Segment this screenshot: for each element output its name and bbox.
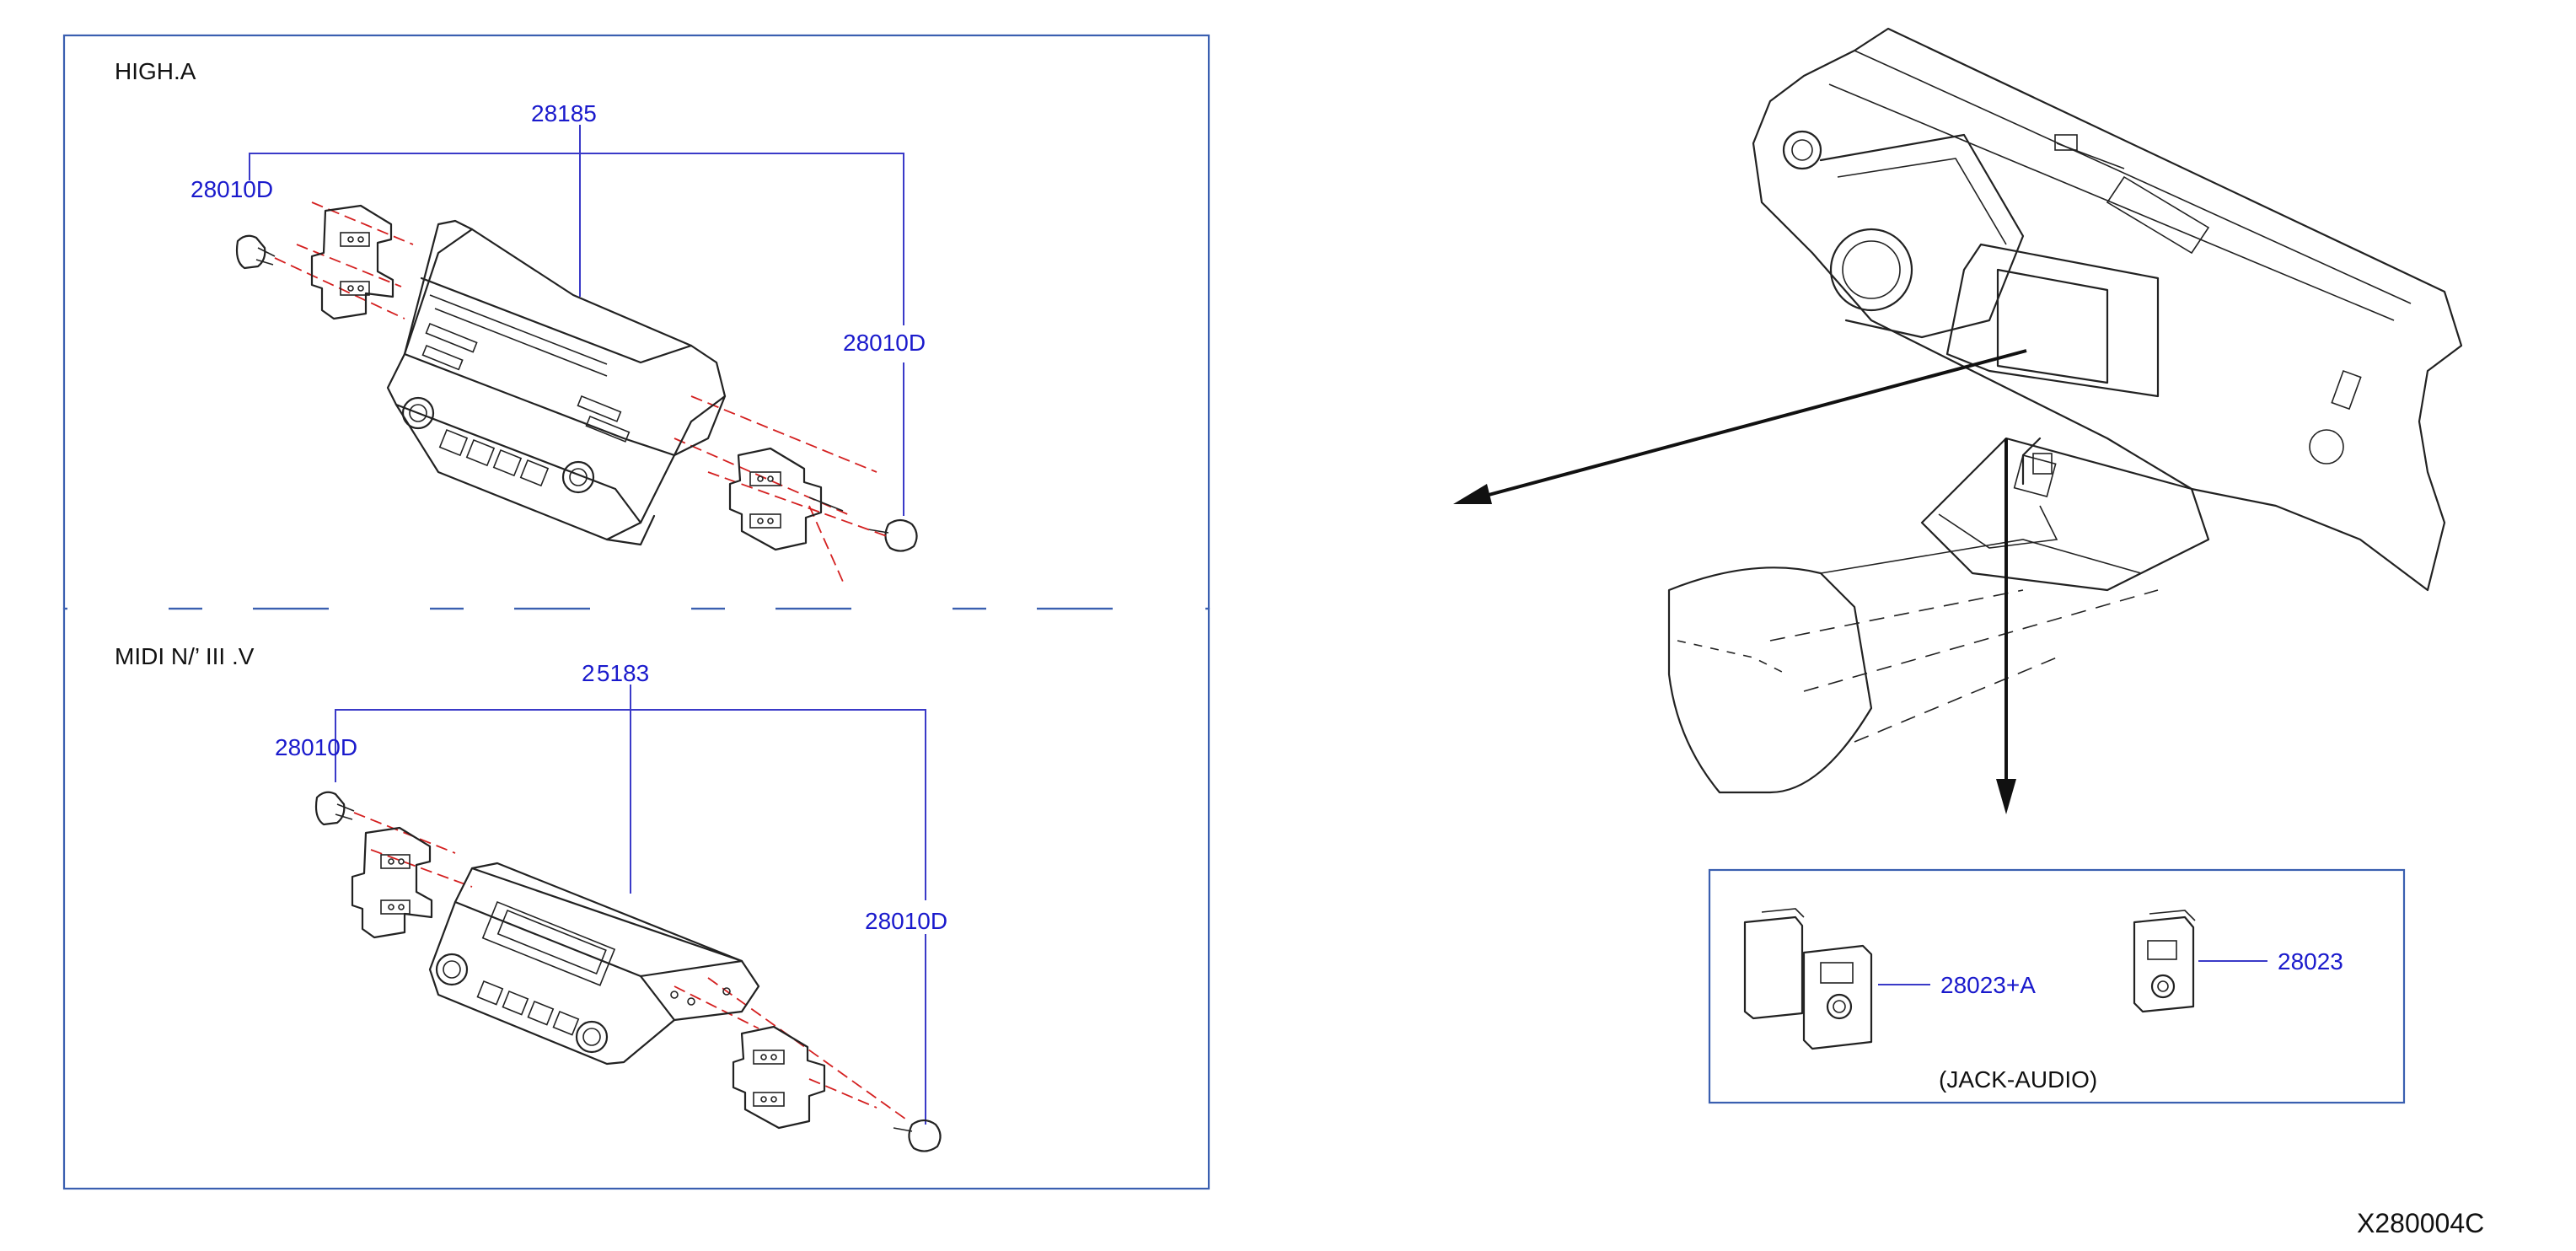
high-panel-title: HIGH.A [115,58,196,84]
mid-left-screw-icon [314,791,355,826]
high-right-screw-icon [867,518,918,552]
mid-unit-part-number: 2 5183 [582,660,649,686]
high-right-screw-part-number: 28010D [843,330,926,356]
jack-audio-assembly-icon [1743,908,1873,1050]
high-panel: HIGH.A 28185 28010D 28010D [62,34,1210,610]
high-right-bracket [728,447,844,551]
high-left-bracket [310,204,394,320]
mid-panel-frame [62,607,1210,1190]
dashboard-overview [1453,27,2463,814]
mid-leader-lines [335,685,926,1125]
diagram-code: X280004C [2357,1208,2484,1238]
arrow-to-head-unit [1466,349,2027,502]
high-left-screw-icon [235,234,276,270]
high-head-unit [386,219,727,546]
jack-audio-caption: (JACK-AUDIO) [1939,1066,2097,1093]
jack-part-a-number: 28023+A [1940,972,2036,998]
mid-assembly-guides [353,812,910,1122]
jack-audio-frame [1708,868,2406,1104]
mid-right-bracket [732,1025,826,1130]
jack-audio-panel: 28023+A 28023 (JACK-AUDIO) [1708,868,2406,1104]
high-button-row [438,428,550,487]
arrow-head-left-icon [1453,484,1492,504]
mid-panel: MIDI N/’ III .V 2 5183 28010D 28010D [62,607,1210,1190]
mid-right-screw-part-number: 28010D [865,908,947,934]
jack-audio-single-icon [2133,910,2196,1013]
arrow-head-down-icon [1996,779,2016,814]
mid-panel-title: MIDI N/’ III .V [115,643,255,669]
high-leader-lines [249,125,904,516]
high-left-screw-part-number: 28010D [191,176,273,202]
mid-right-screw-icon [893,1119,942,1152]
mid-head-unit [428,862,760,1066]
mid-left-bracket [351,826,433,939]
mid-left-screw-part-number: 28010D [275,734,357,760]
high-unit-part-number: 28185 [531,100,597,126]
mid-button-row [476,980,580,1036]
jack-part-b-number: 28023 [2278,948,2343,974]
